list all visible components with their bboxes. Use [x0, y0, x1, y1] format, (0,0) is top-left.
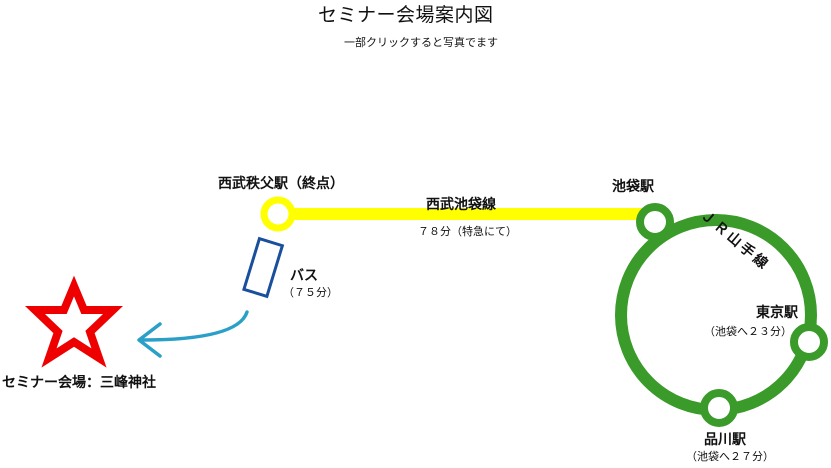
ikebukuro-station-marker[interactable]: [636, 203, 674, 241]
chichibu-station-marker[interactable]: [260, 196, 296, 232]
bus-label: バス: [290, 268, 318, 284]
page-subtitle: 一部クリックすると写真でます: [344, 36, 498, 49]
shinagawa-station-marker[interactable]: [700, 389, 738, 427]
arrow-head-icon: [137, 322, 162, 358]
venue-label[interactable]: セミナー会場：三峰神社: [2, 375, 156, 391]
chichibu-station-label[interactable]: 西武秩父駅（終点）: [218, 176, 344, 192]
tokyo-station-label[interactable]: 東京駅: [756, 305, 798, 321]
ikebukuro-station-label[interactable]: 池袋駅: [612, 179, 654, 195]
shinagawa-travel-time: （池袋へ２７分）: [686, 450, 774, 463]
bus-travel-time: （７５分）: [283, 286, 338, 299]
seibu-travel-time: ７８分（特急にて）: [418, 225, 517, 238]
tokyo-travel-time: （池袋へ２３分）: [704, 325, 792, 338]
venue-star-icon[interactable]: [25, 275, 123, 368]
seibu-line-label: 西武池袋線: [426, 197, 496, 213]
curved-arrow-icon: [140, 310, 249, 342]
shinagawa-station-label[interactable]: 品川駅: [704, 432, 746, 448]
tokyo-station-marker[interactable]: [790, 323, 828, 361]
page-title: セミナー会場案内図: [318, 4, 494, 26]
bus-icon[interactable]: [242, 236, 285, 299]
